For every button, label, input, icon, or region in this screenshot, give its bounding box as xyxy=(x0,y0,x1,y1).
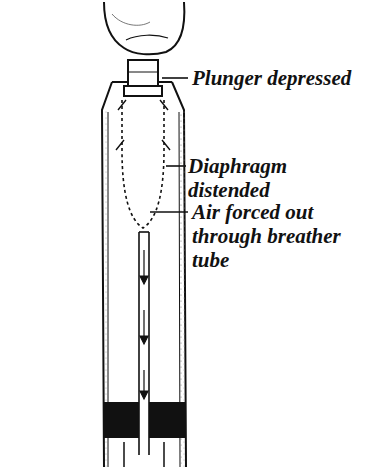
leader-lines xyxy=(150,78,188,212)
callout-label: Air forced out through breather tube xyxy=(190,200,344,272)
diaphragm xyxy=(122,100,164,228)
callout-label: Diaphragm distended xyxy=(186,154,365,202)
finger xyxy=(104,2,184,54)
air-flow-arrows xyxy=(140,250,148,399)
breather-tube xyxy=(139,232,149,455)
tube-body xyxy=(102,82,186,467)
callout-label: Plunger depressed xyxy=(190,66,353,90)
plunger xyxy=(124,60,162,96)
seal-band xyxy=(104,402,139,438)
